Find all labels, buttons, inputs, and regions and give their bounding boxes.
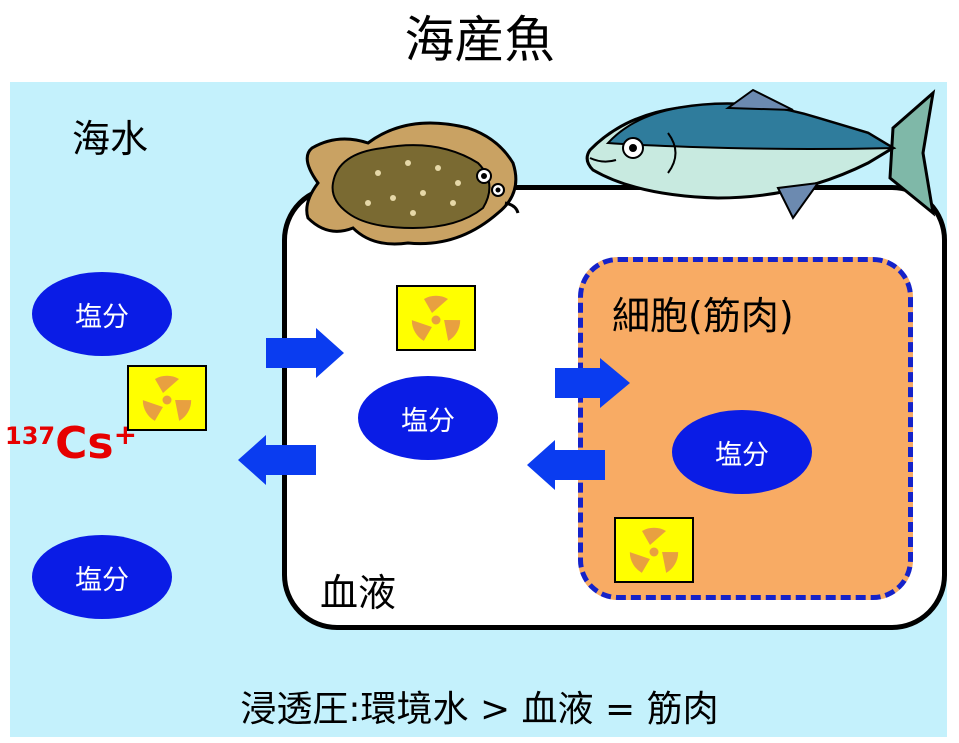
radiation-icon: [127, 365, 207, 431]
cesium-mass-number: 137: [5, 422, 56, 450]
radiation-icon: [396, 285, 476, 351]
seawater-label: 海水: [72, 117, 149, 161]
salt-ellipse-blood: 塩分: [358, 376, 498, 460]
salt-ellipse-cell: 塩分: [672, 410, 812, 494]
cesium-charge: +: [113, 418, 138, 451]
blood-label: 血液: [320, 571, 397, 615]
page-title: 海産魚: [404, 11, 555, 69]
flounder-icon: [305, 121, 520, 246]
cell-label: 細胞(筋肉): [612, 294, 794, 338]
salt-ellipse-seawater-bottom: 塩分: [32, 535, 172, 619]
arrow-left-icon: [527, 440, 605, 490]
arrow-right-icon: [555, 358, 630, 408]
salt-ellipse-seawater-top: 塩分: [32, 272, 172, 356]
radiation-icon: [614, 517, 694, 583]
cesium-label: 137Cs+: [5, 418, 137, 469]
cesium-symbol: Cs: [55, 418, 114, 469]
arrow-right-icon: [266, 328, 344, 378]
arrow-left-icon: [238, 435, 316, 485]
osmotic-pressure-caption: 浸透圧:環境水 > 血液 = 筋肉: [240, 689, 719, 730]
mackerel-icon: [585, 88, 936, 220]
